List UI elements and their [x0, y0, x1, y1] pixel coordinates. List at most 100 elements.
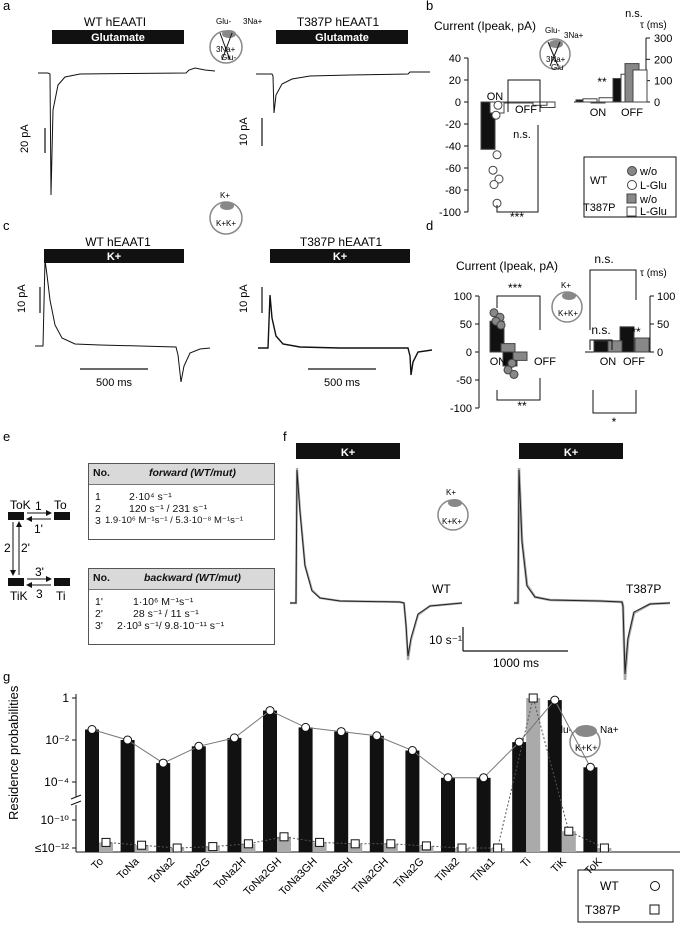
chart-g-ytick-label: 10⁻¹⁰ [41, 813, 70, 827]
stim-label-right: Glutamate [315, 32, 369, 44]
chart-g-xtick-label: TiNa3GH [315, 856, 356, 897]
chart-d-ytick-label: 0 [466, 347, 472, 359]
chart-g-bar-t387p [99, 842, 113, 852]
icon-label-na: 3Na+ [243, 17, 263, 26]
chart-g-marker-t387p [599, 843, 609, 853]
panel-label-g: g [3, 669, 10, 684]
chart-g-bar-wt [227, 737, 242, 852]
chart-g-axis-break [70, 800, 82, 806]
chart-d-ytick-label: -50 [456, 375, 472, 387]
chart-d-point [489, 308, 499, 318]
chart-g-marker-t387p [243, 839, 253, 849]
trace-f-mut-fit [514, 469, 671, 675]
chart-d-tau-bar [593, 340, 609, 353]
chart-d-annotation: ** [517, 399, 527, 413]
state-ti: Ti [56, 589, 66, 603]
chart-b-ytick-label: 0 [455, 97, 461, 109]
chart-d-point [509, 369, 519, 379]
chart-b-y2tick-label: 0 [654, 97, 660, 109]
chart-g-ytick-label: 10⁻² [45, 733, 69, 747]
backward-row-1-val: 1·10⁶ M⁻¹s⁻¹ [133, 596, 194, 608]
panel-label-b: b [426, 0, 433, 13]
chart-b-tau-bar [590, 101, 606, 104]
chart-g-marker-t387p [279, 832, 289, 842]
chart-g-marker-wt [585, 762, 595, 772]
chart-d-bar-t387p [500, 343, 516, 353]
chart-g-bar-wt [120, 740, 135, 852]
chart-g-ytick-label: 10⁻⁴ [44, 775, 69, 789]
chart-b-tau-cat-label: ON [590, 107, 607, 119]
backward-header-title: backward (WT/mut) [144, 572, 241, 584]
forward-row-2-no: 2 [95, 503, 101, 515]
backward-header-no: No. [93, 572, 110, 584]
chart-b-point [492, 150, 502, 160]
chart-d-sig-bracket [496, 295, 541, 330]
chart-g-marker-wt [194, 741, 204, 751]
state-tok: ToK [10, 498, 31, 512]
table-row: 3 1.9·10⁶ M⁻¹s⁻¹ / 5.3·10⁻⁸ M⁻¹s⁻¹ [89, 515, 274, 527]
transporter-glu-icon-b: Glu- 3Na+ 3Na+ Glu [539, 26, 584, 72]
d-icon-kk: K+K+ [558, 309, 578, 318]
backward-row-3-val: 2·10³ s⁻¹/ 9.8·10⁻¹¹ s⁻¹ [117, 620, 225, 632]
chart-g-ytick-label: ≤10⁻¹² [35, 841, 69, 855]
chart-g-marker-t387p [208, 842, 218, 852]
g-icon-kk: K+K+ [575, 743, 598, 753]
chart-g-bar-wt [547, 700, 562, 852]
panel-label-a: a [3, 0, 11, 13]
transporter-k-icon-f: K+ K+K+ [437, 488, 469, 531]
chart-d: Current (Ipeak, pA) τ (ms) K+ K+K+ 10050… [450, 252, 675, 429]
chart-g-xtick-label: ToNa [115, 855, 142, 882]
scale-label-c-right: 10 pA [238, 284, 250, 313]
stim-bar-c-right [270, 249, 410, 263]
b-icon-na: 3Na+ [564, 31, 584, 40]
chart-d-sig-bracket [589, 269, 637, 330]
chart-b-tau-bar [598, 97, 614, 103]
chart-b-annotation: n.s. [625, 8, 643, 20]
chart-g-marker-wt [372, 731, 382, 741]
step-3: 3 [36, 587, 43, 601]
chart-b-ytick-label: -60 [445, 163, 461, 175]
chart-g-xtick-label: TiK [549, 855, 569, 875]
chart-d-ytick-label: 50 [460, 319, 472, 331]
forward-row-2-val: 120 s⁻¹ / 231 s⁻¹ [129, 503, 208, 515]
chart-d-tau-bar [619, 326, 635, 353]
chart-d-y2tick-label: 50 [657, 319, 669, 331]
chart-b-bar-wt-w-o [480, 101, 496, 150]
scale-label-a-right: 10 pA [238, 117, 250, 146]
stim-bar-f-right [519, 443, 623, 459]
chart-d-tau-cat-label: OFF [623, 356, 645, 368]
chart-g-bar-wt [156, 763, 171, 852]
chart-g-bar-wt [263, 710, 277, 852]
b-icon-glu: Glu- [545, 26, 560, 35]
chart-g-ylabel: Residence probabilities [6, 685, 21, 820]
chart-b-annotation: *** [510, 210, 524, 224]
chart-g-marker-t387p [421, 841, 431, 851]
chart-b-cat-label: OFF [515, 104, 537, 116]
chart-d-point [496, 320, 506, 330]
trace-f-wt-fit [290, 469, 463, 657]
chart-d-sig-bracket [589, 339, 613, 350]
icon-label-glu-in: Glu- [221, 53, 236, 62]
panel-a: WT hEAATI Glutamate T387P hEAAT1 Glutama… [19, 15, 430, 196]
chart-g-marker-wt [550, 695, 560, 705]
trace-title-mut: T387P hEAAT1 [297, 15, 380, 29]
chart-g-bar-t387p [526, 698, 541, 852]
b-icon-glu-in: Glu [551, 63, 563, 72]
icon-label-glu: Glu- [216, 17, 231, 26]
legend-group-t387p: T387P [583, 202, 615, 214]
table-row: 1'1·10⁶ M⁻¹s⁻¹ [89, 596, 274, 608]
forward-row-3-val: 1.9·10⁶ M⁻¹s⁻¹ / 5.3·10⁻⁸ M⁻¹s⁻¹ [105, 515, 244, 526]
chart-g-xtick-label: TiNa2GH [350, 856, 391, 897]
panel-label-f: f [283, 429, 287, 444]
forward-row-3-no: 3 [95, 515, 101, 527]
icon-label-k: K+ [220, 191, 230, 200]
chart-g-ytick-label: 1 [62, 691, 69, 705]
chart-g-marker-t387p [172, 843, 182, 853]
chart-d-sig-bracket [496, 378, 541, 401]
chart-b-cat-label: ON [487, 91, 504, 103]
chart-g-bar-wt [191, 746, 206, 852]
chart-g-marker-wt [407, 746, 417, 755]
icon-label-na-in: 3Na+ [216, 45, 236, 54]
chart-g-bar-wt [298, 727, 313, 852]
